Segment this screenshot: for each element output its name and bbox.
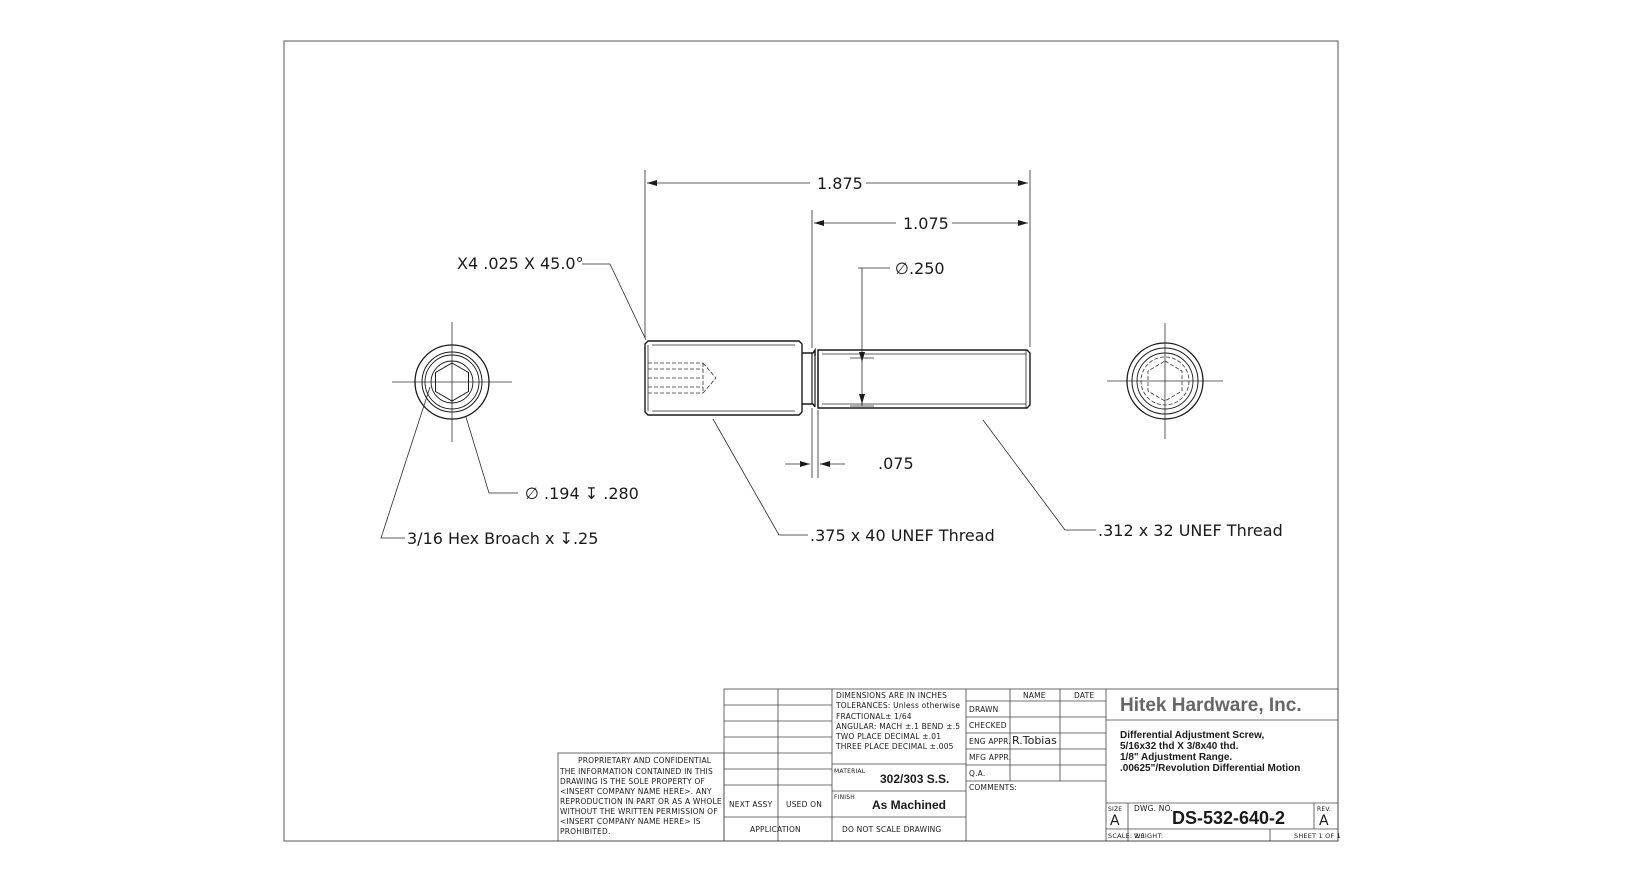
finish-label: FINISH <box>834 794 855 801</box>
right-end-view <box>1107 323 1223 439</box>
proprietary-title: PROPRIETARY AND CONFIDENTIAL <box>578 756 712 765</box>
proprietary-notice: PROPRIETARY AND CONFIDENTIAL THE INFORMA… <box>559 756 722 836</box>
large-thread-callout: .375 x 40 UNEF Thread <box>810 526 995 545</box>
used-on-label: USED ON <box>786 800 822 809</box>
leader-small-thread: .312 x 32 UNEF Thread <box>982 419 1283 540</box>
screw-side-view <box>644 340 1031 416</box>
rev-value: A <box>1319 813 1329 829</box>
tolerance-line: DIMENSIONS ARE IN INCHES <box>836 691 947 700</box>
row-drawn: DRAWN <box>969 705 998 714</box>
small-thread-callout: .312 x 32 UNEF Thread <box>1098 521 1283 540</box>
no-scale-note: DO NOT SCALE DRAWING <box>842 825 941 834</box>
company-name: Hitek Hardware, Inc. <box>1120 695 1302 716</box>
leader-hex-broach: 3/16 Hex Broach x ↧.25 <box>380 386 598 548</box>
part-description: Differential Adjustment Screw, 5/16x32 t… <box>1120 730 1300 774</box>
left-end-view <box>392 322 512 442</box>
rev-label: REV. <box>1317 806 1331 813</box>
weight-label: WEIGHT: <box>1134 832 1163 840</box>
comments-label: COMMENTS: <box>969 783 1017 792</box>
tolerance-line: THREE PLACE DECIMAL ±.005 <box>835 742 954 751</box>
title-block <box>557 688 1339 842</box>
description-line: 1/8" Adjustment Range. <box>1120 752 1232 763</box>
broach-drill-callout: ∅ .194 ↧ .280 <box>525 484 639 503</box>
dim-overall-length: 1.875 <box>817 174 863 193</box>
proprietary-line: <INSERT COMPANY NAME HERE>. ANY <box>560 787 712 796</box>
hex-broach-callout: 3/16 Hex Broach x ↧.25 <box>407 529 598 548</box>
proprietary-line: DRAWING IS THE SOLE PROPERTY OF <box>560 777 705 786</box>
tolerance-line: TOLERANCES: Unless otherwise <box>835 701 960 710</box>
tolerance-notes: DIMENSIONS ARE IN INCHES TOLERANCES: Unl… <box>835 691 960 751</box>
scale-label: SCALE: 2:1 <box>1108 832 1146 840</box>
eng-name: R.Tobias <box>1012 734 1057 747</box>
size-value: A <box>1110 813 1120 829</box>
leader-broach-drill: ∅ .194 ↧ .280 <box>465 416 639 503</box>
tolerance-line: ANGULAR: MACH ±.1 BEND ±.5 <box>836 722 960 731</box>
leader-chamfer: X4 .025 X 45.0° <box>457 254 647 341</box>
dimension-thread-length: 1.075 <box>811 210 1028 348</box>
leader-large-thread: .375 x 40 UNEF Thread <box>712 418 995 545</box>
size-label: SIZE <box>1108 806 1122 813</box>
description-line: Differential Adjustment Screw, <box>1120 730 1265 741</box>
row-eng-appr: ENG APPR. <box>969 737 1011 746</box>
tolerance-line: FRACTIONAL± 1/64 <box>836 712 912 721</box>
proprietary-line: REPRODUCTION IN PART OR AS A WHOLE <box>560 797 722 806</box>
description-line: 5/16x32 thd X 3/8x40 thd. <box>1120 741 1239 752</box>
material-label: MATERIAL <box>834 768 866 775</box>
dim-pilot-diameter: ∅.250 <box>895 259 945 278</box>
hex-socket-icon <box>435 362 469 402</box>
proprietary-line: WITHOUT THE WRITTEN PERMISSION OF <box>560 807 718 816</box>
proprietary-line: THE INFORMATION CONTAINED IN THIS <box>559 767 713 776</box>
row-qa: Q.A. <box>969 769 985 778</box>
dim-thread-length: 1.075 <box>903 214 949 233</box>
row-checked: CHECKED <box>969 721 1007 730</box>
name-header: NAME <box>1023 691 1046 700</box>
drawing-number: DS-532-640-2 <box>1172 808 1285 828</box>
dimension-groove: .075 <box>785 408 914 478</box>
dimension-pilot-diameter: ∅.250 <box>850 259 945 407</box>
description-line: .00625"/Revolution Differential Motion <box>1120 763 1300 774</box>
proprietary-line: PROHIBITED. <box>560 827 611 836</box>
finish-value: As Machined <box>872 798 946 812</box>
sheet-label: SHEET 1 OF 1 <box>1294 832 1341 840</box>
date-header: DATE <box>1074 691 1094 700</box>
dimension-overall: 1.875 <box>644 170 1031 347</box>
proprietary-line: <INSERT COMPANY NAME HERE> IS <box>560 817 701 826</box>
chamfer-callout: X4 .025 X 45.0° <box>457 254 584 273</box>
tolerance-line: TWO PLACE DECIMAL ±.01 <box>835 732 941 741</box>
application-label: APPLICATION <box>750 825 801 834</box>
row-mfg-appr: MFG APPR. <box>969 753 1011 762</box>
dwg-no-label: DWG. NO. <box>1134 804 1173 813</box>
material-value: 302/303 S.S. <box>880 772 949 786</box>
next-assy-label: NEXT ASSY <box>729 800 773 809</box>
dim-groove-width: .075 <box>878 454 914 473</box>
